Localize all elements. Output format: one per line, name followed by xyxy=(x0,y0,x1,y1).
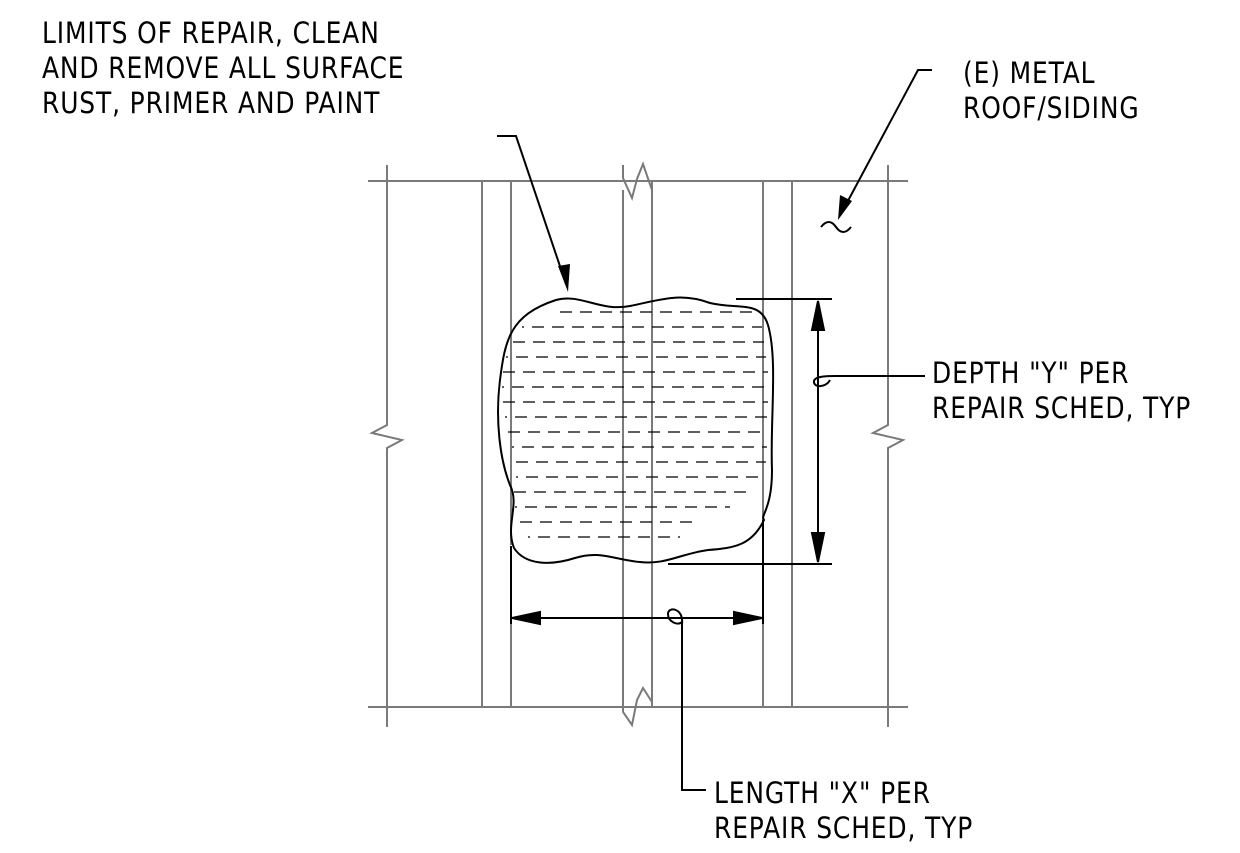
length-note: LENGTH "X" PER REPAIR SCHED, TYP xyxy=(714,776,973,846)
depth-line-2: REPAIR SCHED, TYP xyxy=(932,391,1192,425)
length-line-1: LENGTH "X" PER xyxy=(714,776,931,810)
left-break-line xyxy=(369,165,405,727)
metal-panel xyxy=(368,161,908,728)
limits-of-repair-line-1: LIMITS OF REPAIR, CLEAN xyxy=(42,16,380,50)
length-line-2: REPAIR SCHED, TYP xyxy=(714,811,974,845)
existing-metal-note: (E) METAL ROOF/SIDING xyxy=(963,56,1140,126)
limits-of-repair-note: LIMITS OF REPAIR, CLEAN AND REMOVE ALL S… xyxy=(42,16,404,121)
depth-line-1: DEPTH "Y" PER xyxy=(932,356,1130,390)
length-leader xyxy=(666,608,706,791)
repair-area-hatch xyxy=(502,311,768,538)
leader-lines xyxy=(497,69,932,791)
limits-leader xyxy=(497,135,567,285)
right-break-line xyxy=(870,165,906,727)
limits-of-repair-line-3: RUST, PRIMER AND PAINT xyxy=(42,86,381,120)
depth-leader xyxy=(813,375,925,388)
tilde-symbol xyxy=(820,221,852,233)
metal-leader-arrowhead xyxy=(838,195,852,220)
depth-dimension xyxy=(810,300,826,563)
repair-area-outline xyxy=(497,296,775,564)
existing-metal-line-1: (E) METAL xyxy=(963,56,1096,90)
limits-of-repair-line-2: AND REMOVE ALL SURFACE xyxy=(42,51,405,85)
depth-note: DEPTH "Y" PER REPAIR SCHED, TYP xyxy=(932,356,1191,426)
length-dimension xyxy=(511,610,763,626)
existing-metal-line-2: ROOF/SIDING xyxy=(963,91,1140,125)
metal-leader xyxy=(841,69,932,213)
limits-leader-arrowhead xyxy=(558,264,570,292)
extension-lines xyxy=(510,298,832,624)
